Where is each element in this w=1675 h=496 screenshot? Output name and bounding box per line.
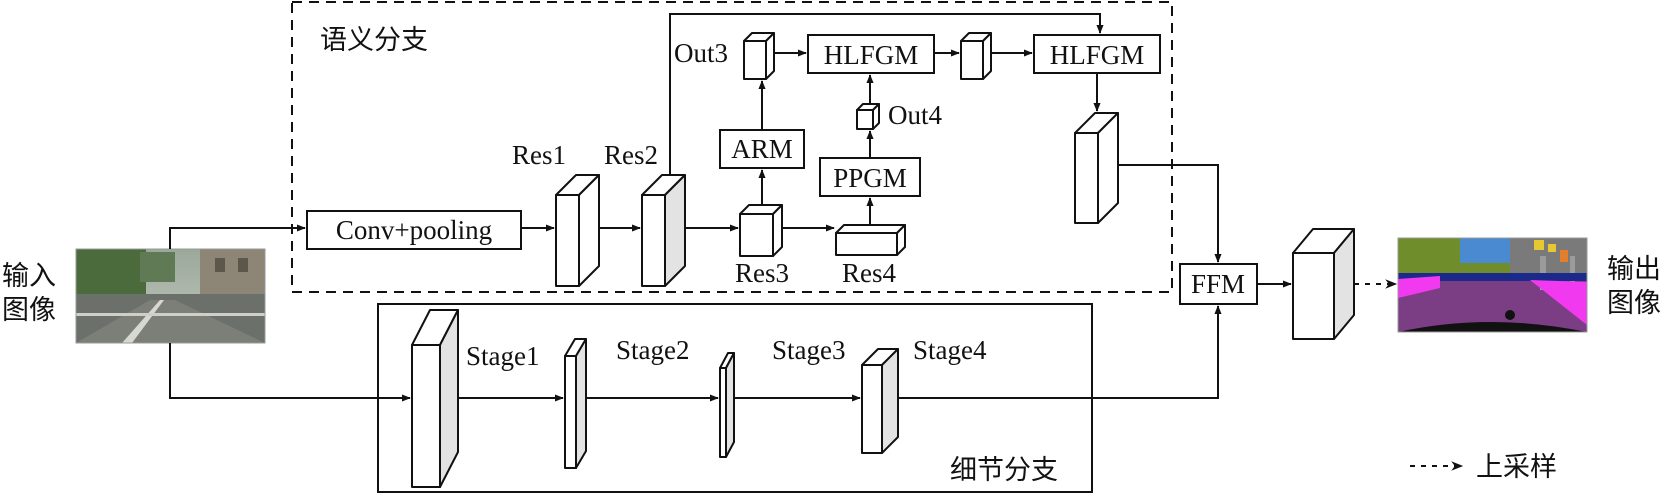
res1-label: Res1 (512, 140, 566, 170)
output-label-line2: 图像 (1607, 288, 1661, 319)
stage1-block (411, 309, 459, 488)
res2-block (641, 174, 686, 287)
out4-label: Out4 (888, 100, 943, 130)
ppgm-label: PPGM (833, 163, 907, 193)
arrow-input-to-conv (169, 224, 306, 249)
hlfgm-box-1 (807, 34, 935, 74)
stage4-label: Stage4 (913, 335, 987, 365)
output-label-line1: 输出 (1607, 254, 1661, 285)
stage2-label: Stage2 (616, 335, 690, 365)
input-image (75, 248, 266, 344)
output-segmentation-image (1397, 237, 1588, 333)
arrow-res2-skip-to-hlfgm2 (669, 13, 1104, 175)
hlfgm-label-2: HLFGM (1050, 40, 1145, 70)
res1-block (555, 174, 600, 287)
arrow-semantic-to-ffm (1118, 164, 1222, 263)
arrow-stage4-to-ffm (898, 305, 1222, 399)
arrow-input-to-stage1 (169, 343, 411, 402)
stage1-label: Stage1 (466, 341, 540, 371)
ffm-label: FFM (1191, 269, 1245, 299)
res4-label: Res4 (842, 258, 897, 288)
conv-pooling-box (306, 210, 522, 250)
ffm-box (1179, 263, 1258, 305)
legend-upsample-label: 上采样 (1476, 452, 1557, 483)
res4-block (835, 224, 906, 256)
out3-label: Out3 (674, 38, 728, 68)
ppgm-box (819, 157, 921, 197)
out3-block (743, 32, 775, 80)
stage3-block (719, 352, 735, 458)
input-label-line2: 图像 (2, 295, 56, 326)
detail-branch-title: 细节分支 (950, 455, 1058, 486)
arm-box (719, 129, 805, 169)
semantic-branch-title: 语义分支 (320, 25, 428, 56)
semantic-branch-frame (291, 1, 1173, 293)
stage2-block (564, 338, 587, 469)
conv-pooling-label: Conv+pooling (336, 215, 492, 245)
out4-block (856, 103, 880, 130)
stage4-block (861, 348, 899, 454)
stage3-label: Stage3 (772, 335, 846, 365)
input-label-line1: 输入 (2, 261, 56, 292)
semantic-output-block (1074, 112, 1119, 224)
fusion-output-block (1292, 228, 1355, 340)
res3-label: Res3 (735, 258, 789, 288)
res2-label: Res2 (604, 140, 658, 170)
arm-label: ARM (731, 134, 793, 164)
res3-block (739, 204, 783, 257)
feature-block-mid (960, 32, 992, 80)
hlfgm-label-1: HLFGM (824, 40, 919, 70)
